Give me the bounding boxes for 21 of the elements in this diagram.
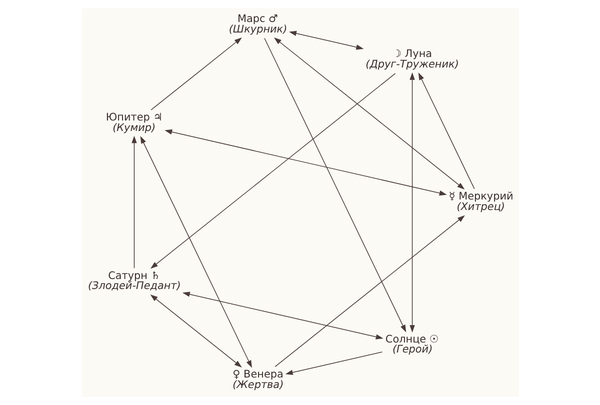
arrow bbox=[131, 136, 136, 269]
arrow bbox=[274, 215, 464, 368]
arrow bbox=[140, 136, 252, 368]
node-text: ♀ Венера (Жертва) bbox=[232, 368, 284, 391]
arrow bbox=[409, 72, 414, 333]
arrow bbox=[418, 72, 474, 190]
node-text: Юпитер ♃ (Кумир) bbox=[105, 112, 162, 134]
node-text: Марс ♂ (Шкурник) bbox=[228, 12, 287, 36]
arrow bbox=[273, 37, 464, 190]
arrow bbox=[150, 37, 242, 110]
arrow bbox=[164, 129, 446, 196]
arrow bbox=[288, 30, 364, 50]
arrow bbox=[150, 294, 242, 368]
arrow bbox=[150, 73, 396, 269]
node-text: Сатурн ♄ (Злодей-Педант) bbox=[87, 270, 180, 292]
arrow bbox=[264, 38, 406, 332]
arrow bbox=[284, 352, 382, 375]
arrow bbox=[182, 292, 383, 340]
node-text: ☿ Меркурий (Хитрец) bbox=[448, 190, 513, 214]
node-text: Солнце ☉ (Герой) bbox=[384, 333, 438, 356]
node-text: ☽ Луна (Друг-Труженик) bbox=[365, 48, 458, 71]
